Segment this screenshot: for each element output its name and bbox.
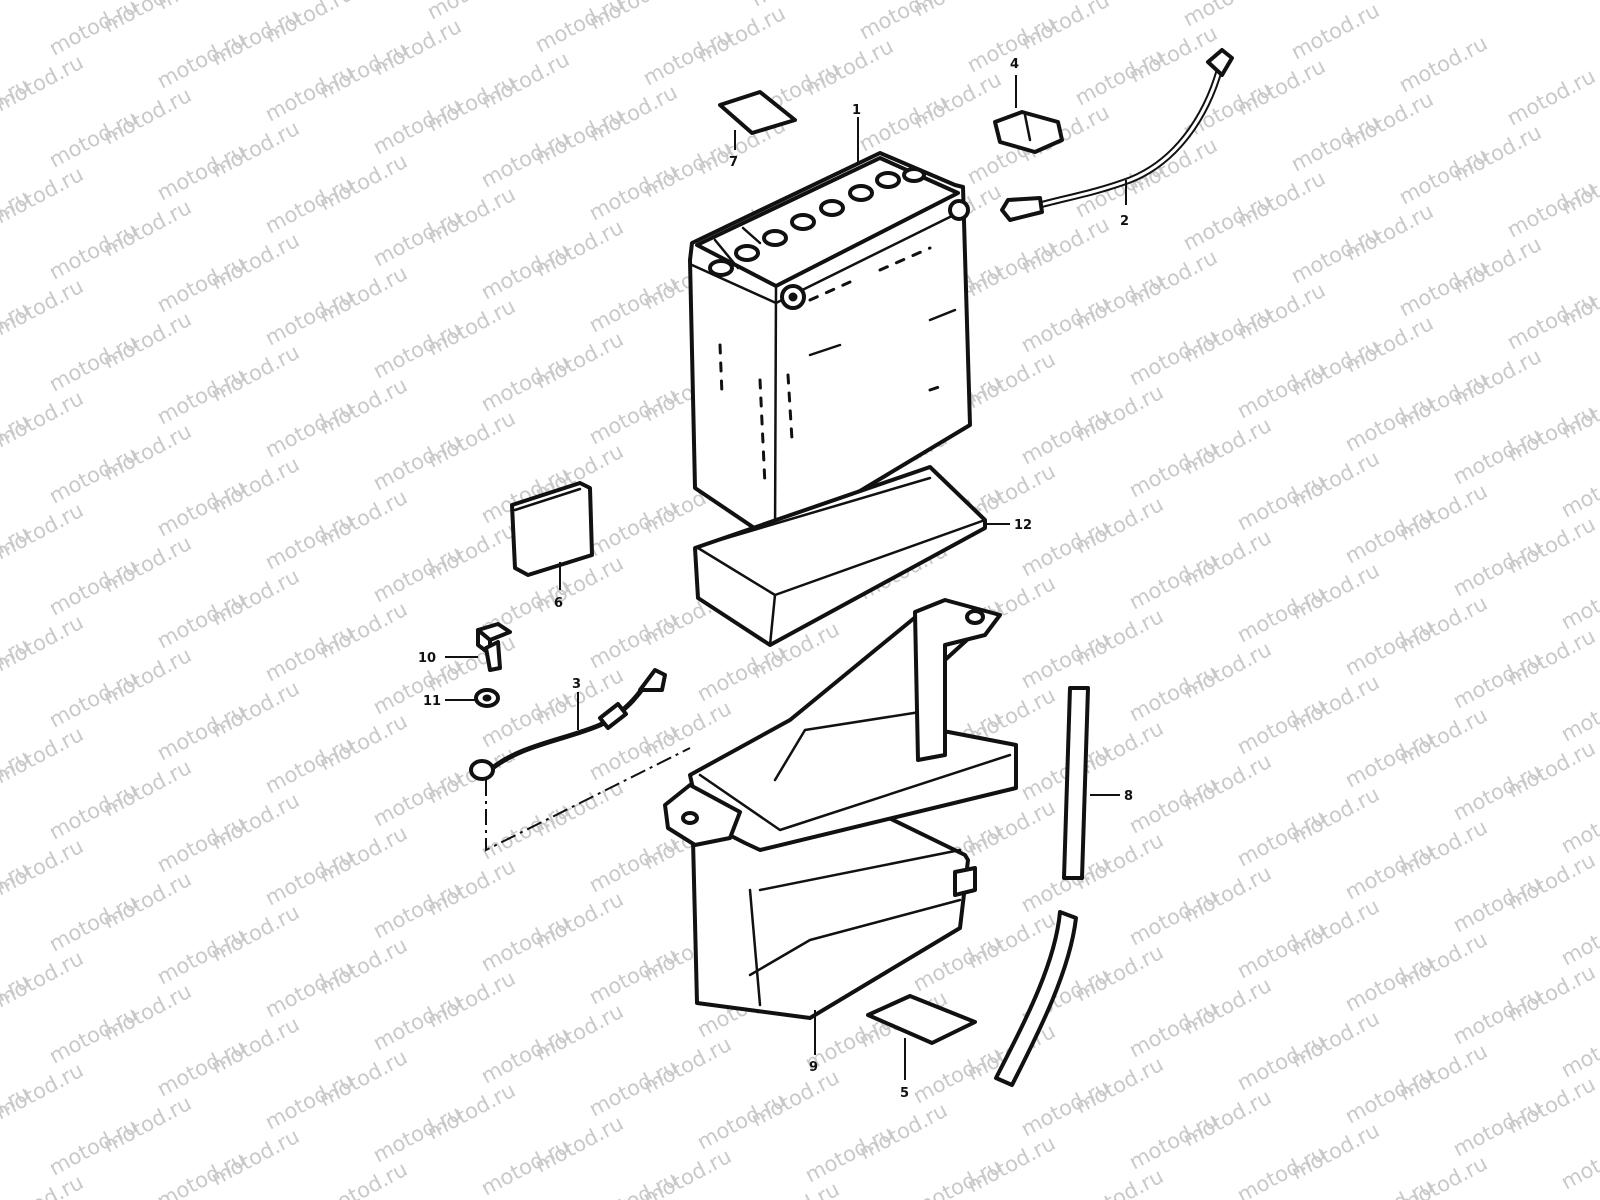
callout-3: 3 bbox=[572, 677, 581, 692]
reference-line bbox=[485, 747, 691, 852]
watermark-text: motod.ru bbox=[1179, 0, 1275, 31]
callout-2: 2 bbox=[1120, 214, 1129, 229]
battery-holder bbox=[663, 598, 1018, 1020]
watermark-text: motod.ru bbox=[1503, 64, 1599, 130]
bolt bbox=[476, 622, 512, 672]
watermark-text: motod.ru bbox=[1071, 1164, 1167, 1200]
callout-6: 6 bbox=[554, 596, 563, 611]
callout-4: 4 bbox=[1010, 57, 1019, 72]
battery bbox=[688, 151, 972, 544]
watermark-text: motod.ru bbox=[909, 1154, 1005, 1200]
watermark-text: motod.ru bbox=[855, 0, 951, 44]
watermark-text: motod.ru bbox=[1557, 456, 1600, 522]
pad-top bbox=[718, 90, 797, 135]
pad-bottom bbox=[866, 994, 977, 1045]
callout-labels: 1 2 3 4 5 6 7 8 9 10 11 12 bbox=[418, 57, 1133, 1101]
leader-lines bbox=[445, 75, 1127, 1080]
watermark-text: motod.ru bbox=[153, 1147, 249, 1200]
callout-9: 9 bbox=[809, 1060, 818, 1075]
watermark-text: motod.ru bbox=[1287, 0, 1383, 64]
battery-rubber-tray bbox=[693, 465, 987, 647]
positive-cable bbox=[1000, 48, 1234, 222]
cushion-block bbox=[510, 481, 594, 577]
callout-12: 12 bbox=[1014, 518, 1032, 533]
callout-8: 8 bbox=[1124, 789, 1133, 804]
callout-1: 1 bbox=[852, 103, 861, 118]
watermark-text: motod.ru bbox=[1557, 1016, 1600, 1082]
callout-5: 5 bbox=[900, 1086, 909, 1101]
watermark-text: motod.ru bbox=[1557, 792, 1600, 858]
callout-7: 7 bbox=[729, 155, 738, 170]
callout-11: 11 bbox=[423, 694, 441, 709]
watermark-text: motod.ru bbox=[747, 1177, 843, 1200]
watermark-text: motod.ru bbox=[0, 1170, 87, 1200]
watermark-text: motod.ru bbox=[1341, 1174, 1437, 1200]
watermark-text: motod.ru bbox=[1557, 904, 1600, 970]
watermark-text: motod.ru bbox=[423, 0, 519, 24]
terminal-cover bbox=[993, 110, 1064, 154]
watermark-text: motod.ru bbox=[315, 1157, 411, 1200]
watermark-text: motod.ru bbox=[531, 0, 627, 57]
watermark-text: motod.ru bbox=[1395, 31, 1491, 97]
watermark-text: motod.ru bbox=[1557, 680, 1600, 746]
watermark-text: motod.ru bbox=[1557, 568, 1600, 634]
watermark-text: motod.ru bbox=[477, 0, 573, 1]
callout-10: 10 bbox=[418, 651, 436, 666]
watermark-text: motod.ru bbox=[0, 0, 87, 4]
washer bbox=[474, 688, 500, 708]
ground-cable bbox=[469, 668, 667, 781]
watermark-text: motod.ru bbox=[45, 0, 141, 60]
watermark-text: motod.ru bbox=[585, 1167, 681, 1200]
watermark-text: motod.ru bbox=[1557, 1128, 1600, 1194]
breather-hose bbox=[994, 686, 1090, 1087]
watermark-text: motod.ru bbox=[0, 0, 33, 27]
